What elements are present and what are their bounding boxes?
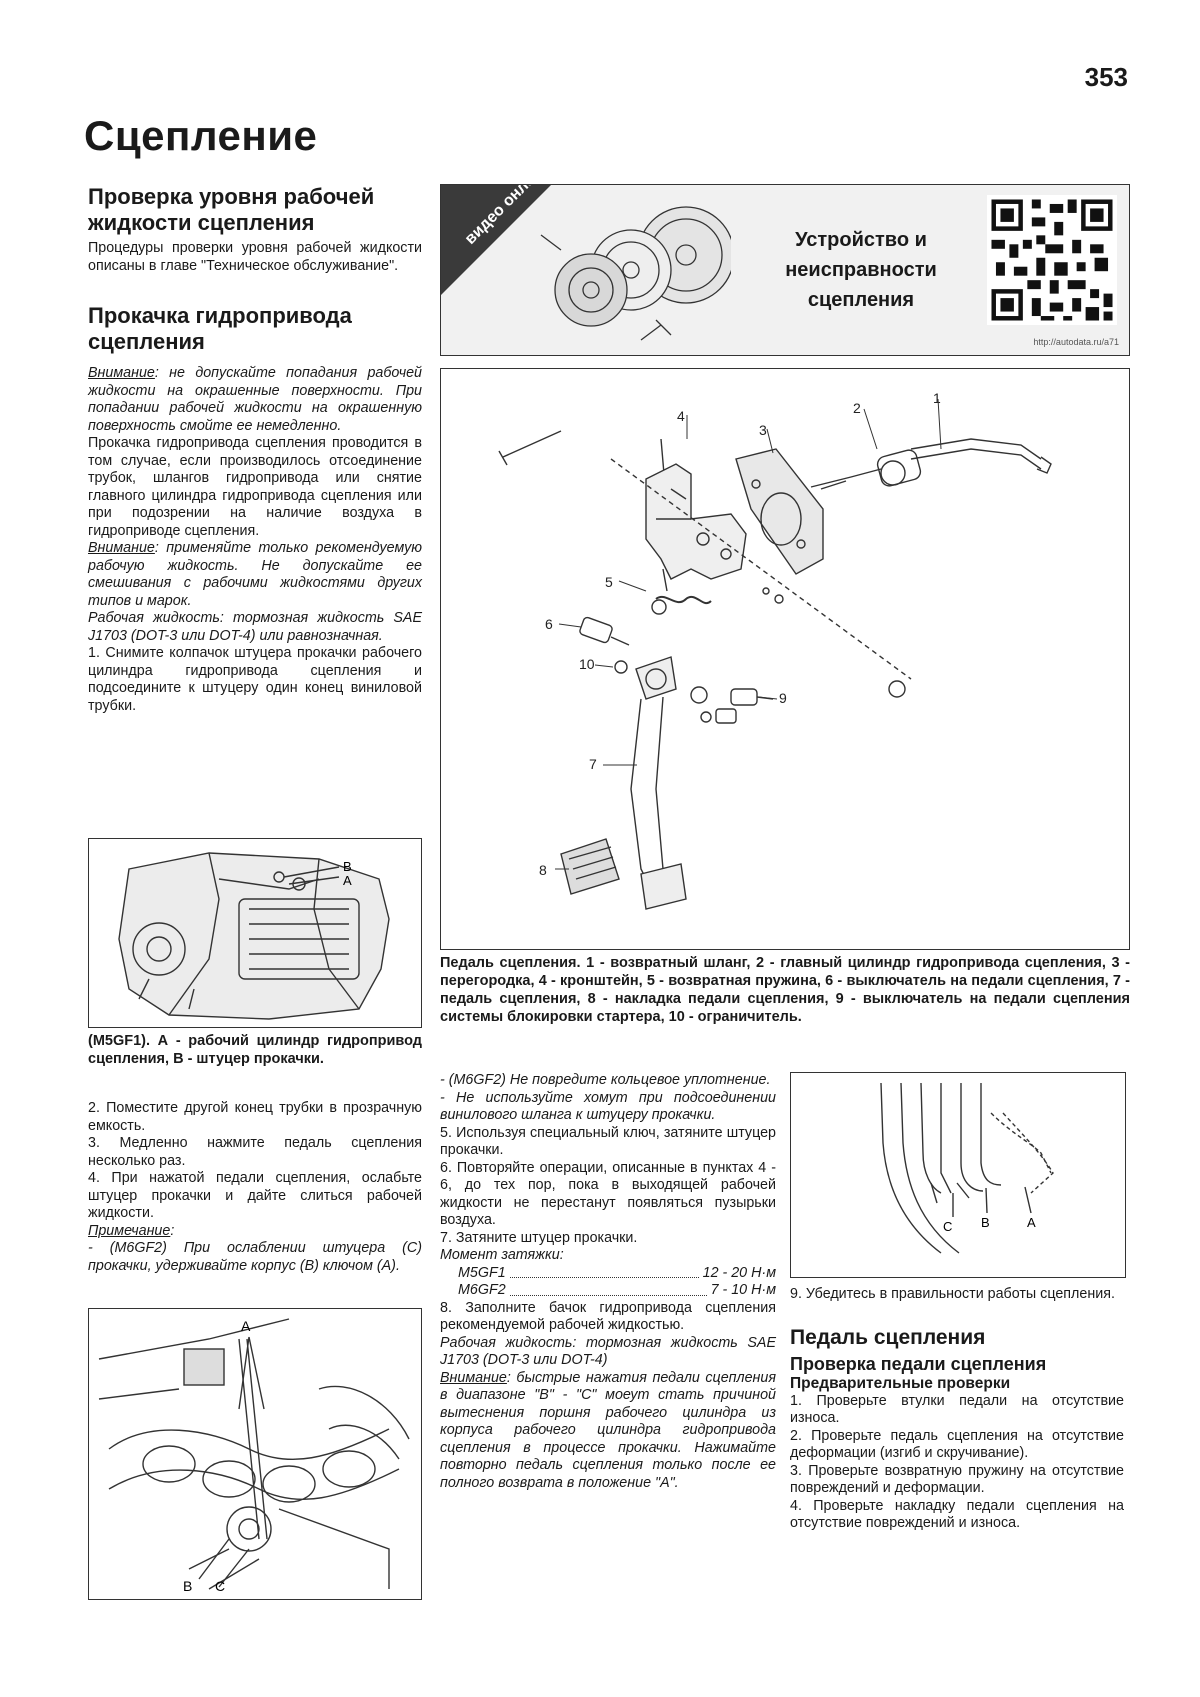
check-2: 2. Проверьте педаль сцепления на отсутст… [790,1427,1124,1462]
clutch-pedal-drawing: 1 2 3 4 5 6 7 8 9 10 [498,390,1052,910]
qr-code-icon[interactable] [987,195,1117,325]
video-url[interactable]: http://autodata.ru/a71 [1033,337,1119,347]
note-o-ring: - (M6GF2) Не повредите кольцевое уплотне… [440,1072,771,1088]
pedal-range-drawing: C B A [880,1082,1054,1254]
label-3: 3 [759,422,767,438]
warning-text: : не допускайте попадания рабочей жидкос… [88,365,422,434]
check-3: 3. Проверьте возвратную пружину на отсут… [790,1462,1124,1497]
video-corner-ribbon: видео онлайн [441,185,551,295]
step-3: 3. Медленно нажмите педаль сцепления нес… [88,1135,422,1169]
warning-text: : быстрые нажатия педали сцепления в диа… [440,1369,776,1491]
note-text: - (M6GF2) При ослаблении штуцера (С) про… [88,1240,422,1274]
step-9: 9. Убедитесь в правильности работы сцепл… [790,1286,1115,1302]
clutch-pedal-caption: Педаль сцепления. 1 - возвратный шланг, … [440,955,1130,1025]
fig2-label-b: B [183,1578,192,1594]
fluid-spec-middle: Рабочая жидкость: тормозная жидкость SAE… [440,1334,776,1369]
check-1: 1. Проверьте втулки педали на отсутствие… [790,1392,1124,1427]
step-7: 7. Затяните штуцер прокачки. [440,1229,638,1246]
note-clamp: - Не используйте хомут при подсоединении… [440,1089,776,1124]
fluid-spec: Рабочая жидкость: тормозная жидкость SAE… [88,610,422,644]
torque-label: Момент затяжки: [440,1247,564,1263]
section-title-clutch-pedal: Педаль сцепления [790,1325,986,1349]
step-1: 1. Снимите колпачок штуцера прокачки раб… [88,645,422,714]
left-column-top: Проверка уровня рабочей жидкости сцеплен… [88,184,422,715]
warning-paint: Внимание: не допускайте попадания рабоче… [88,365,422,435]
fig2-label-a: A [241,1318,251,1334]
range-label-c: C [943,1219,952,1234]
fluid-check-text: Процедуры проверки уровня рабочей жидкос… [88,240,422,274]
figure-transmission-caption: (M5GF1). А - рабочий цилиндр гидропривод… [88,1033,422,1067]
transmission-drawing: B A [118,852,390,1020]
video-online-box[interactable]: видео онлайн Устройство и неисправности … [440,184,1130,356]
range-label-b: B [981,1215,990,1230]
range-label-a: A [1027,1215,1036,1230]
step-8: 8. Заполните бачок гидропривода сцеплени… [440,1299,776,1334]
label-2: 2 [853,400,861,416]
right-column: 9. Убедитесь в правильности работы сцепл… [790,1286,1124,1533]
subsection-pedal-check: Проверка педали сцепления [790,1353,1047,1374]
subsection-preliminary: Предварительные проверки [790,1374,1011,1392]
section-title-fluid-check: Проверка уровня рабочей жидкости сцеплен… [88,184,375,235]
warning-label: Внимание [88,365,155,381]
warning-fluid: Внимание: применяйте только рекомендуему… [88,540,422,610]
fig2-label-c: C [215,1578,225,1594]
step-6: 6. Повторяйте операции, описанные в пунк… [440,1159,776,1229]
section-title-bleeding: Прокачка гидропривода сцепления [88,303,352,354]
middle-column: - (M6GF2) Не повредите кольцевое уплотне… [440,1072,776,1492]
video-title[interactable]: Устройство и неисправности сцепления [785,229,937,311]
step-2: 2. Поместите другой конец трубки в прозр… [88,1100,422,1134]
warning-fast-press: Внимание: быстрые нажатия педали сцеплен… [440,1370,776,1493]
page-number: 353 [1084,62,1128,92]
label-8: 8 [539,862,547,878]
chapter-title: Сцепление [84,112,318,159]
bleeder-wrench-drawing: A B C [98,1318,410,1594]
label-4: 4 [677,408,685,424]
figure-transmission: B A [88,838,422,1028]
bleeding-intro: Прокачка гидропривода сцепления проводит… [88,435,422,539]
label-1: 1 [933,390,941,406]
label-6: 6 [545,616,553,632]
fig1-label-b: B [343,859,352,874]
label-10: 10 [579,656,595,672]
step-4: 4. При нажатой педали сцепления, ослабьт… [88,1170,422,1221]
note-label: Примечание [88,1222,171,1239]
step-5: 5. Используя специальный ключ, затяните … [440,1124,776,1159]
note: Примечание: [88,1222,175,1239]
warning-label: Внимание [440,1369,507,1386]
figure-bleeder-wrench: A B C [88,1308,422,1600]
warning-text: : применяйте только рекомендуемую рабочу… [88,540,422,609]
clutch-assembly-icon [540,206,731,341]
figure-clutch-pedal: 1 2 3 4 5 6 7 8 9 10 [440,368,1130,950]
warning-label: Внимание [88,540,155,556]
label-5: 5 [605,574,613,590]
check-4: 4. Проверьте накладку педали сцепления н… [790,1497,1124,1532]
label-7: 7 [589,756,597,772]
left-column-steps: 2. Поместите другой конец трубки в прозр… [88,1100,422,1275]
figure-pedal-range: C B A [790,1072,1126,1278]
label-9: 9 [779,690,787,706]
fig1-label-a: A [343,873,352,888]
